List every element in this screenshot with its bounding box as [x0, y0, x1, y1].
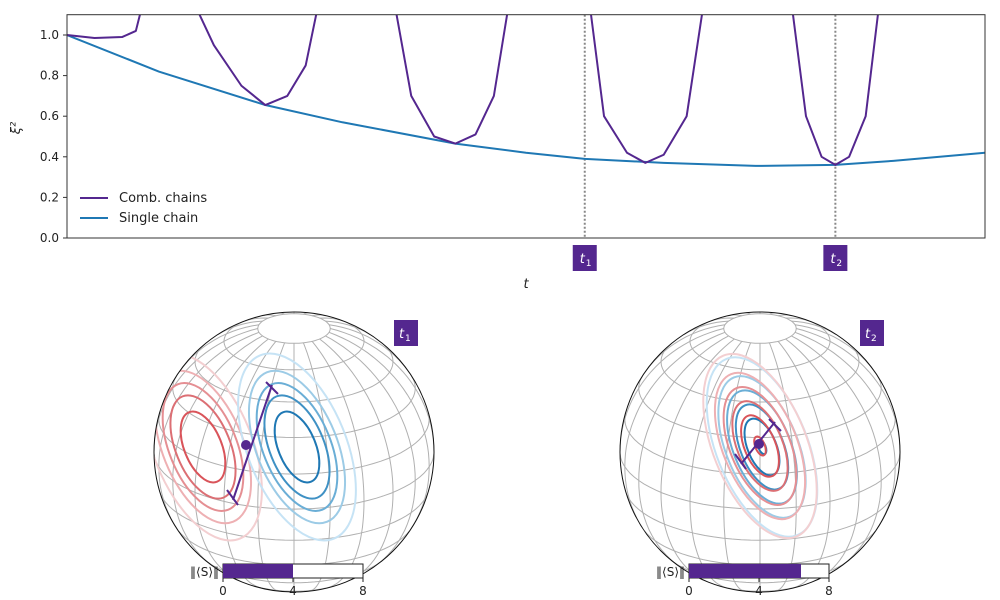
spin-norm-label: ‖⟨S⟩‖	[190, 565, 219, 579]
grid-line	[660, 338, 735, 582]
grid-line	[785, 338, 860, 582]
legend-label: Single chain	[119, 211, 198, 226]
time-badge	[394, 320, 418, 346]
y-tick-label: 0.8	[40, 69, 59, 83]
contour-red	[713, 371, 807, 521]
grid-line	[638, 335, 729, 567]
bar-tick-label: 8	[825, 584, 833, 598]
contour-blue	[273, 410, 321, 484]
contour-blue	[237, 352, 357, 542]
plot-lines	[67, 14, 985, 167]
marker-badge	[572, 245, 597, 271]
series-single-chain	[67, 34, 985, 167]
time-badge-label: t	[865, 327, 871, 342]
marker-label: t	[580, 252, 586, 267]
y-tick-label: 0.2	[40, 190, 59, 204]
error-cap	[265, 381, 279, 395]
grid-line	[319, 338, 394, 582]
bar-tick-label: 8	[359, 584, 367, 598]
grid-line	[620, 328, 724, 453]
bar-tick-label: 4	[755, 584, 763, 598]
y-tick-label: 0.6	[40, 109, 59, 123]
grid-line	[794, 324, 874, 371]
y-axis-label: ξ²	[9, 122, 24, 135]
error-cap	[226, 489, 239, 506]
grid-line	[194, 338, 269, 582]
spin-norm-label: ‖⟨S⟩‖	[656, 565, 685, 579]
contour-red	[722, 385, 798, 507]
grid-line	[325, 335, 416, 567]
sphere-outline	[619, 311, 901, 593]
sphere-grid	[620, 312, 900, 592]
contour-red	[740, 414, 780, 478]
plot-frame	[66, 14, 986, 239]
grid-line	[158, 331, 260, 529]
contour-red	[702, 352, 818, 540]
grid-line	[794, 331, 896, 529]
series-comb-chains-segment	[198, 14, 318, 107]
grid-line	[791, 335, 882, 567]
y-tick-label: 0.0	[40, 231, 59, 245]
grid-line	[796, 328, 900, 453]
grid-line	[180, 324, 260, 371]
marker-badge	[823, 245, 848, 271]
marker-sub: 1	[586, 259, 592, 269]
grid-line	[646, 324, 726, 371]
sphere-grid	[154, 312, 434, 592]
grid-line	[154, 328, 258, 453]
grid-line	[172, 335, 263, 567]
bar-tick-label: 0	[685, 584, 693, 598]
time-badge-sub: 2	[871, 334, 877, 344]
series-comb-chains-segment	[590, 14, 703, 164]
contour-red	[179, 410, 227, 484]
contour-red	[169, 394, 237, 500]
time-badge-sub: 1	[405, 334, 411, 344]
grid-line	[302, 342, 331, 592]
x-axis-label: t	[523, 277, 529, 292]
contour-blue	[263, 394, 331, 500]
grid-line	[328, 324, 408, 371]
bar-tick-label: 4	[289, 584, 297, 598]
bar-tick-label: 0	[219, 584, 227, 598]
time-badge	[860, 320, 884, 346]
contour-red	[753, 435, 767, 457]
spin-norm-bar-fill	[223, 564, 293, 578]
time-badge-label: t	[399, 327, 405, 342]
contour-blue	[255, 382, 339, 512]
grid-line	[330, 328, 434, 453]
series-comb-chains-segment	[791, 14, 879, 166]
grid-line	[624, 331, 726, 529]
marker-sub: 2	[836, 259, 842, 269]
contour-blue	[247, 369, 347, 525]
error-cap	[734, 453, 747, 470]
series-comb-chains-segment	[67, 14, 141, 40]
grid-line	[328, 331, 430, 529]
mean-spin-dot	[754, 439, 764, 449]
series-comb-chains-segment	[395, 14, 509, 145]
grid-line	[257, 313, 331, 344]
spin-vector	[232, 384, 273, 501]
y-tick-label: 0.4	[40, 150, 59, 164]
marker-label: t	[830, 252, 836, 267]
contour-red	[161, 382, 245, 512]
spin-norm-bar-fill	[689, 564, 801, 578]
grid-line	[723, 313, 797, 344]
error-cap	[768, 418, 782, 432]
sphere-outline	[153, 311, 435, 593]
mean-spin-dot	[241, 440, 251, 450]
y-tick-label: 1.0	[40, 28, 59, 42]
contour-red	[731, 400, 789, 492]
legend-label: Comb. chains	[119, 191, 207, 206]
